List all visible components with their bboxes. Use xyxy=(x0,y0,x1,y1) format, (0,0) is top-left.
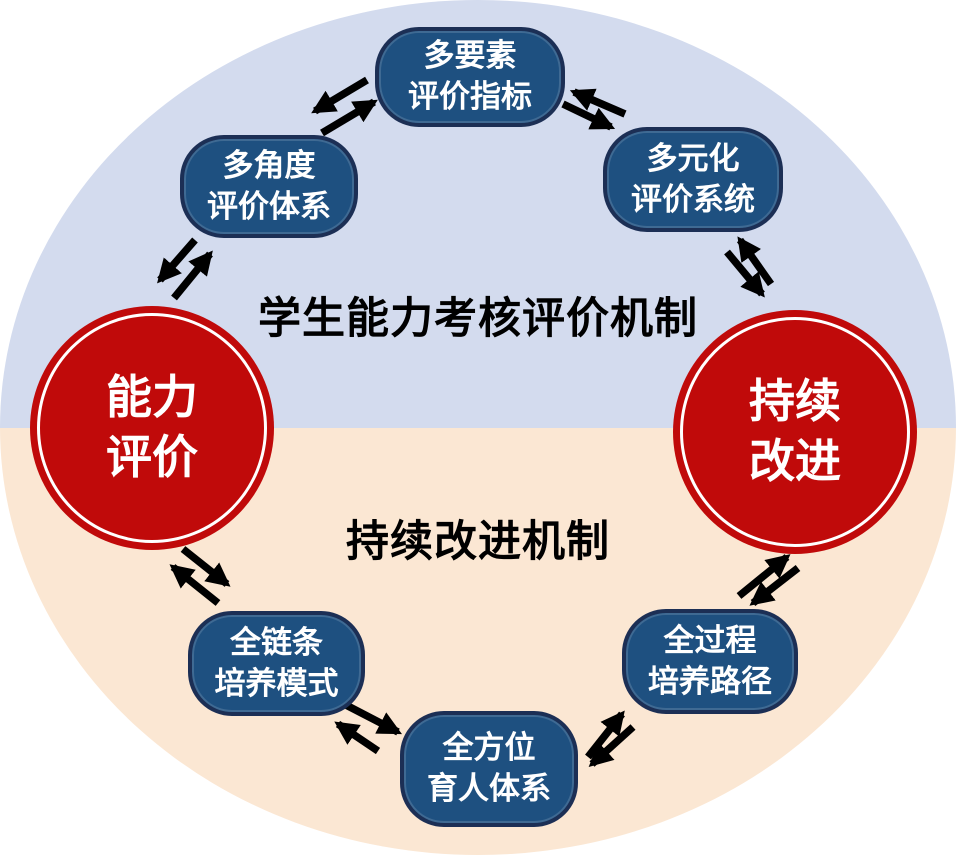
evaluation-mechanism-title: 学生能力考核评价机制 xyxy=(258,295,698,343)
hub-label-line: 改进 xyxy=(749,435,841,487)
node-all-round-education: 全方位 育人体系 xyxy=(400,711,578,827)
arrow-righthub-to-bottomright xyxy=(749,565,801,606)
node-label-line: 评价指标 xyxy=(408,79,532,114)
arrow-topleft-to-top xyxy=(320,98,378,137)
node-label-line: 全链条 xyxy=(230,624,323,660)
arrow-topright-to-righthub xyxy=(724,249,765,298)
node-label-line: 多元化 xyxy=(646,140,740,176)
node-multi-angle-system: 多角度 评价体系 xyxy=(180,135,358,238)
arrow-top-to-topright xyxy=(561,100,616,131)
hub-inner-ring xyxy=(37,313,267,543)
arrow-bottomleft-to-lefthub xyxy=(169,564,221,606)
improvement-mechanism-title: 持续改进机制 xyxy=(346,518,610,566)
node-diversified-system: 多元化 评价系统 xyxy=(603,127,783,232)
hub-label-line: 评价 xyxy=(106,431,198,483)
arrow-bottomright-to-righthub xyxy=(736,554,791,599)
node-label-line: 多角度 xyxy=(222,147,316,183)
node-label-line: 评价体系 xyxy=(207,188,331,224)
arrow-top-to-topleft xyxy=(311,76,369,115)
node-label-line: 培养模式 xyxy=(214,665,339,701)
node-whole-process-path: 全过程 培养路径 xyxy=(622,609,798,714)
hub-ability-evaluation: 能力 评价 xyxy=(30,306,274,550)
node-multi-element-indicators: 多要素 评价指标 xyxy=(375,27,565,127)
arrow-bottomright-to-bottom xyxy=(588,724,636,768)
arrow-bottom-to-bottomleft xyxy=(334,720,381,755)
hub-inner-ring xyxy=(680,317,910,547)
arrow-righthub-to-topright xyxy=(736,236,775,287)
arrow-topleft-to-lefthub xyxy=(157,237,198,284)
hub-continuous-improvement: 持续 改进 xyxy=(673,310,917,554)
node-label-line: 全方位 xyxy=(442,730,536,766)
arrow-bottomleft-to-bottom xyxy=(342,700,402,736)
arrow-topright-to-top xyxy=(569,88,627,118)
node-label-line: 全过程 xyxy=(663,622,757,658)
node-label-line: 培养路径 xyxy=(648,663,772,699)
hub-label-line: 持续 xyxy=(749,375,841,428)
node-label-line: 评价系统 xyxy=(631,181,755,217)
node-label-line: 育人体系 xyxy=(427,771,551,806)
arrow-lefthub-to-topleft xyxy=(171,250,213,301)
arrow-lefthub-to-bottomleft xyxy=(180,546,231,587)
node-label-line: 多要素 xyxy=(423,38,517,74)
node-full-chain-model: 全链条 培养模式 xyxy=(188,611,365,716)
hub-label-line: 能力 xyxy=(106,371,198,424)
